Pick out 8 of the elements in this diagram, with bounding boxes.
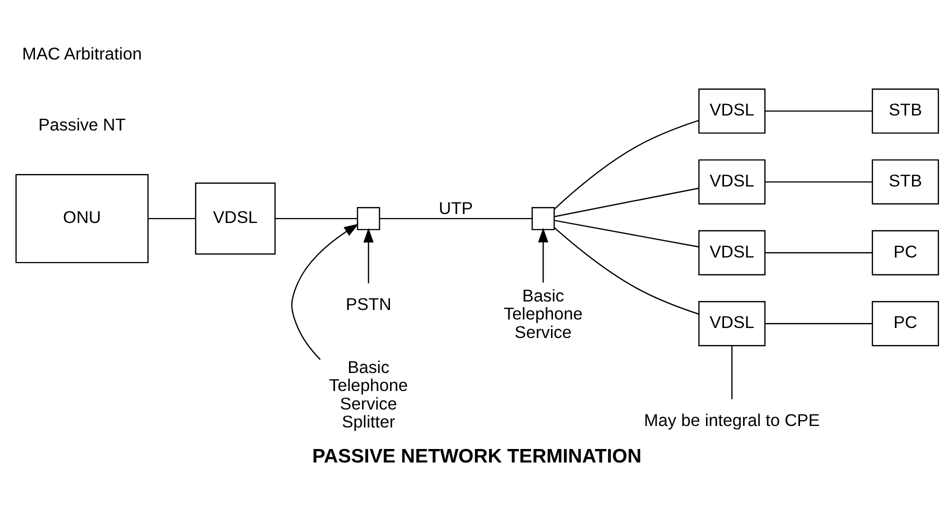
node-text: PSTN bbox=[346, 294, 392, 314]
edge-label: UTP bbox=[438, 198, 473, 218]
node-text: Basic Telephone Service bbox=[504, 286, 583, 342]
caption: PASSIVE NETWORK TERMINATION bbox=[312, 446, 642, 468]
node-text: Basic Telephone Service Splitter bbox=[329, 358, 408, 432]
label: MAC Arbitration bbox=[22, 44, 142, 64]
label: Passive NT bbox=[38, 115, 126, 134]
node-text: May be integral to CPE bbox=[644, 410, 820, 430]
